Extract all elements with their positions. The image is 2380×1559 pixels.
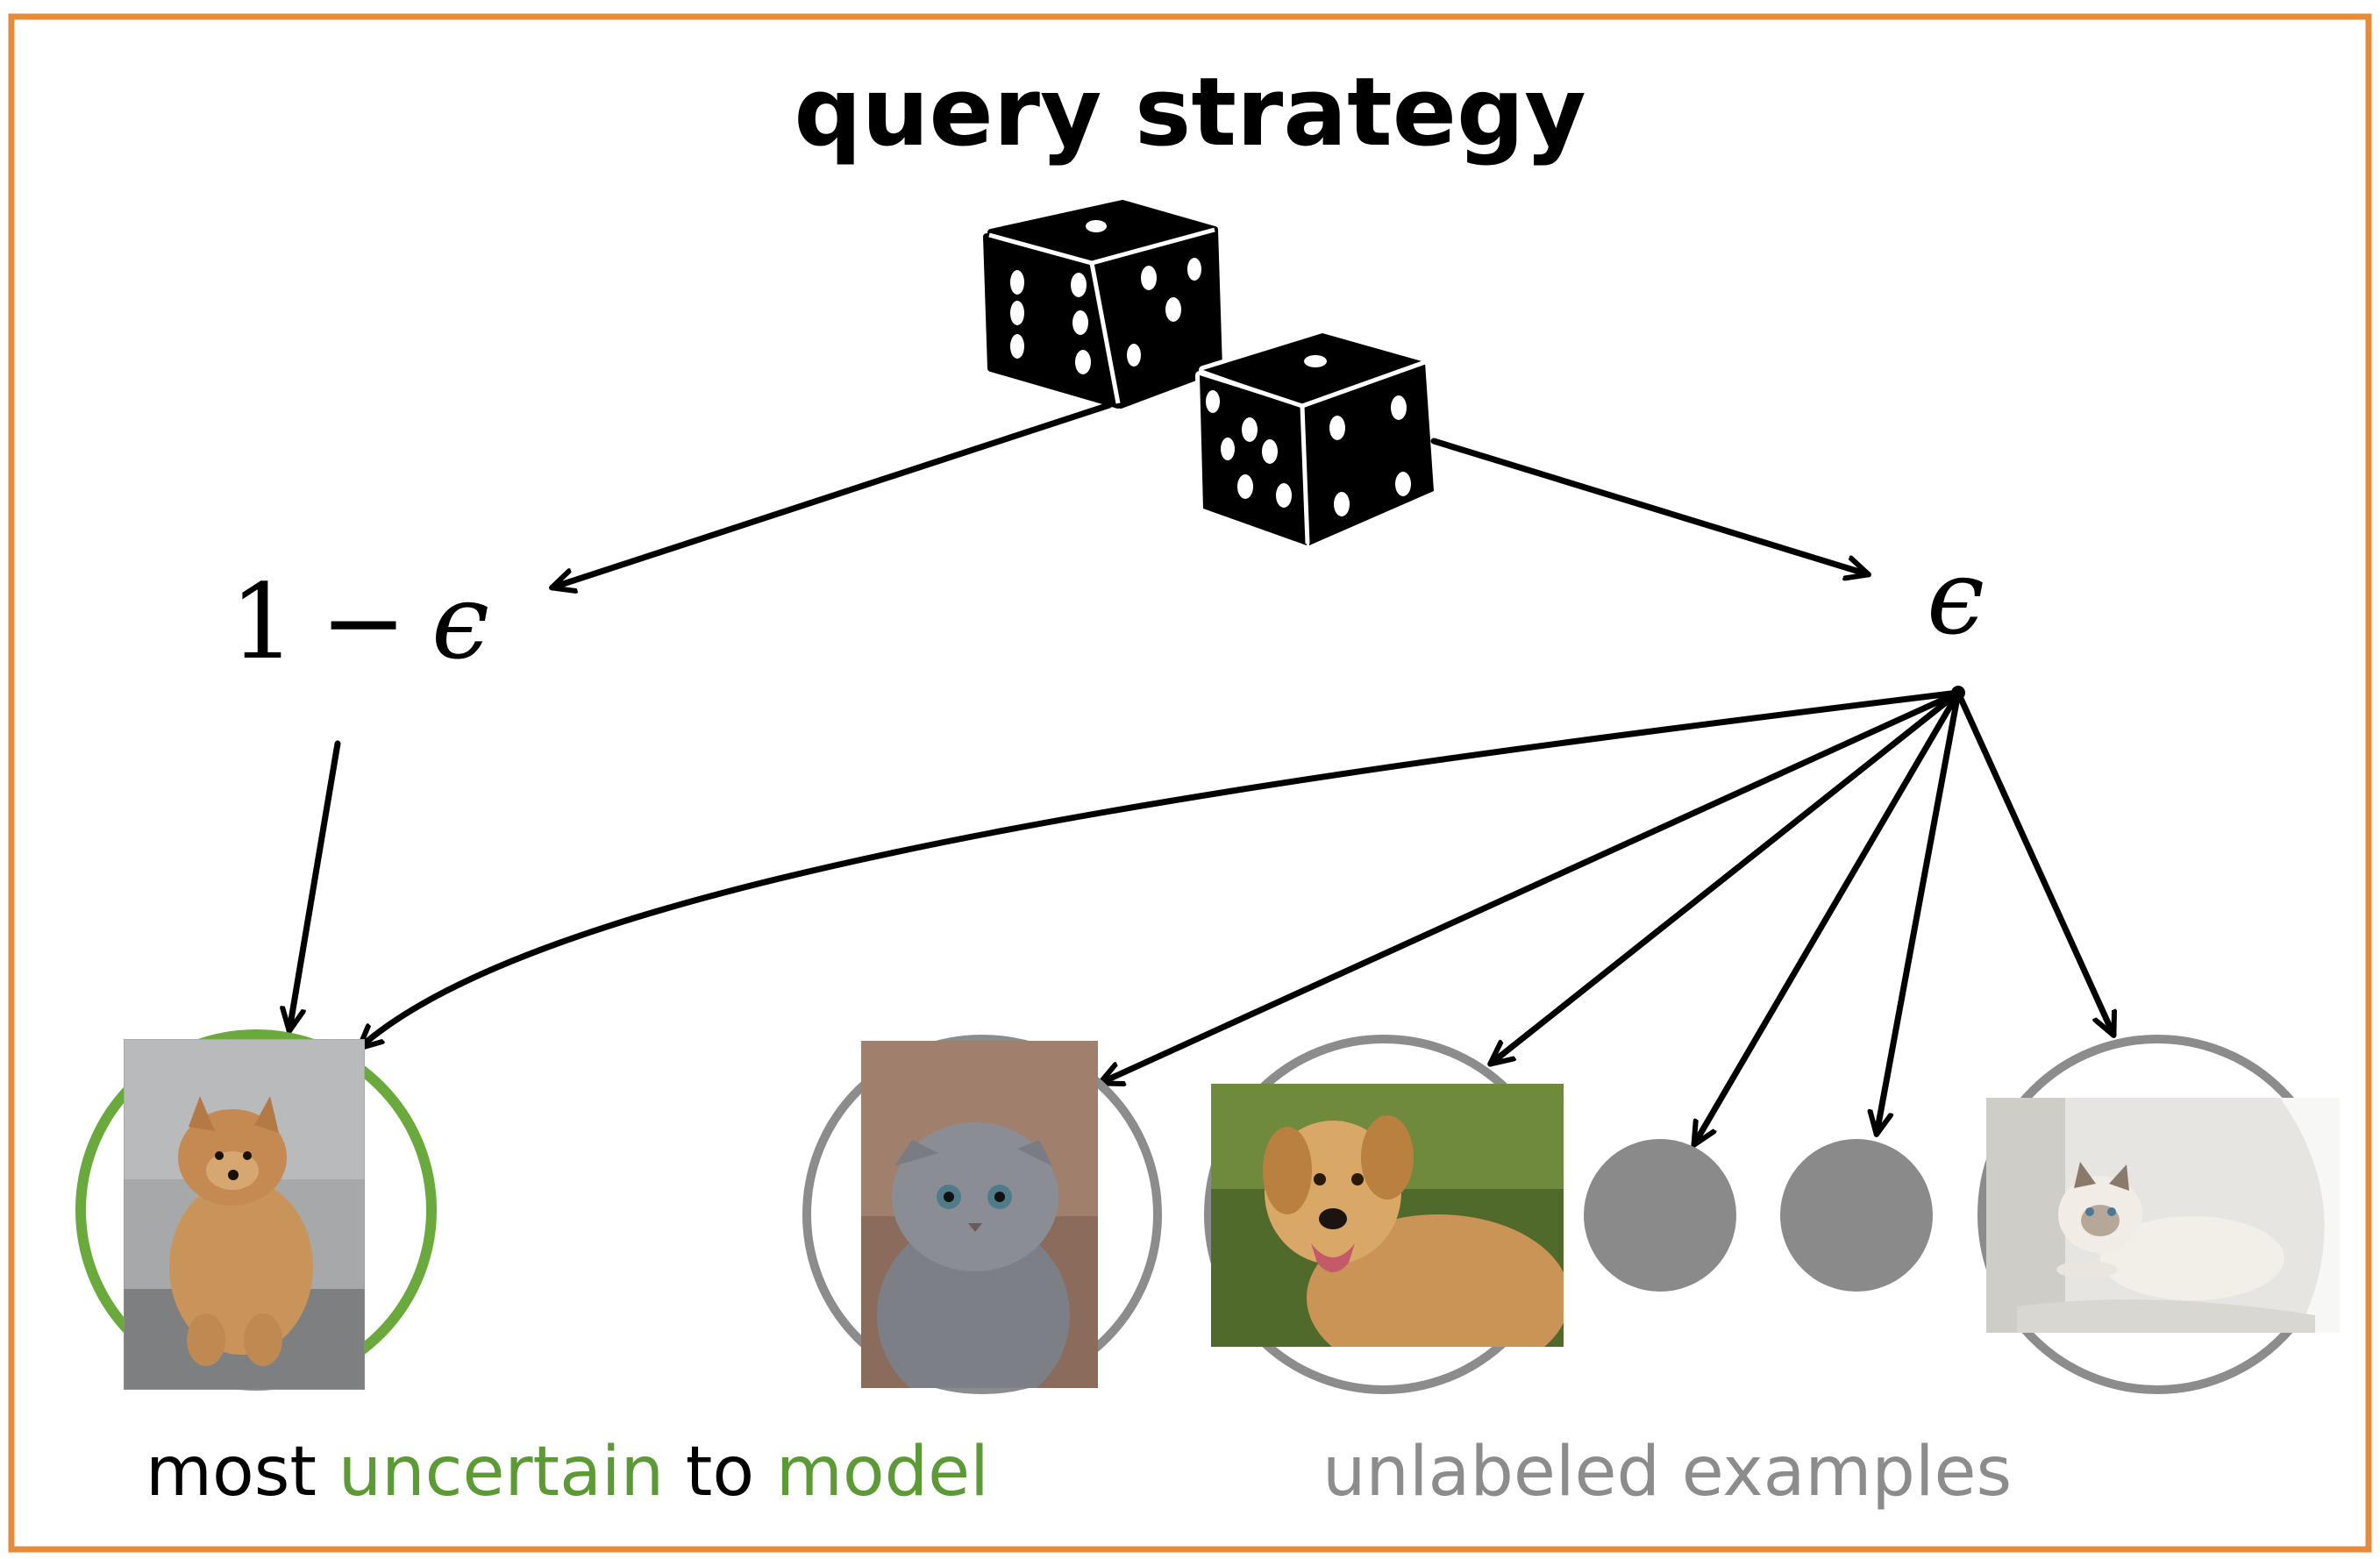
label-epsilon: ϵ (1927, 537, 1985, 658)
arrow-epsilon-to-dot1 (1694, 689, 1962, 1144)
arrow-one-minus-epsilon-to-uncertain (289, 740, 341, 1030)
caption-model: model (776, 1433, 989, 1512)
unlabeled-example-dog2 (1204, 1035, 1564, 1394)
arrow-epsilon-to-dog1 (360, 689, 1962, 1048)
caption-to: to (664, 1433, 776, 1512)
unlabeled-example-cat1 (802, 1035, 1162, 1394)
arrow-dice-to-one-minus-epsilon (552, 402, 1113, 587)
unlabeled-example-dot (1584, 1139, 1736, 1292)
white-cat-photo (1986, 1098, 2340, 1333)
arrow-dice-to-epsilon (1430, 438, 1868, 574)
arrow-epsilon-to-cat2 (1955, 689, 2113, 1035)
dice-icon (983, 200, 1438, 550)
arrow-epsilon-to-dot2 (1877, 689, 1962, 1134)
golden-retriever-photo (1211, 1084, 1564, 1347)
caption-most-uncertain-to-model: most uncertain to model (37, 1433, 1054, 1512)
unlabeled-circle (802, 1035, 1162, 1394)
diagram-title: query strategy (794, 58, 1585, 167)
arrow-epsilon-to-dog2 (1491, 689, 1962, 1064)
caption-most: most (146, 1433, 338, 1512)
gray-kitten-photo (861, 1041, 1098, 1388)
label-one-minus-epsilon: 1−ϵ (230, 561, 489, 682)
unlabeled-example-dot (1780, 1139, 1933, 1292)
arrows (289, 402, 2113, 1144)
uncertain-example (75, 1029, 437, 1391)
arrow-epsilon-to-cat1 (1101, 689, 1962, 1083)
outer-frame (8, 13, 2372, 1553)
caption-unlabeled-examples: unlabeled examples (1322, 1433, 2012, 1512)
pomeranian-dog-photo (124, 1039, 365, 1390)
unlabeled-example-cat2 (1977, 1035, 2340, 1394)
caption-uncertain: uncertain (338, 1433, 664, 1512)
